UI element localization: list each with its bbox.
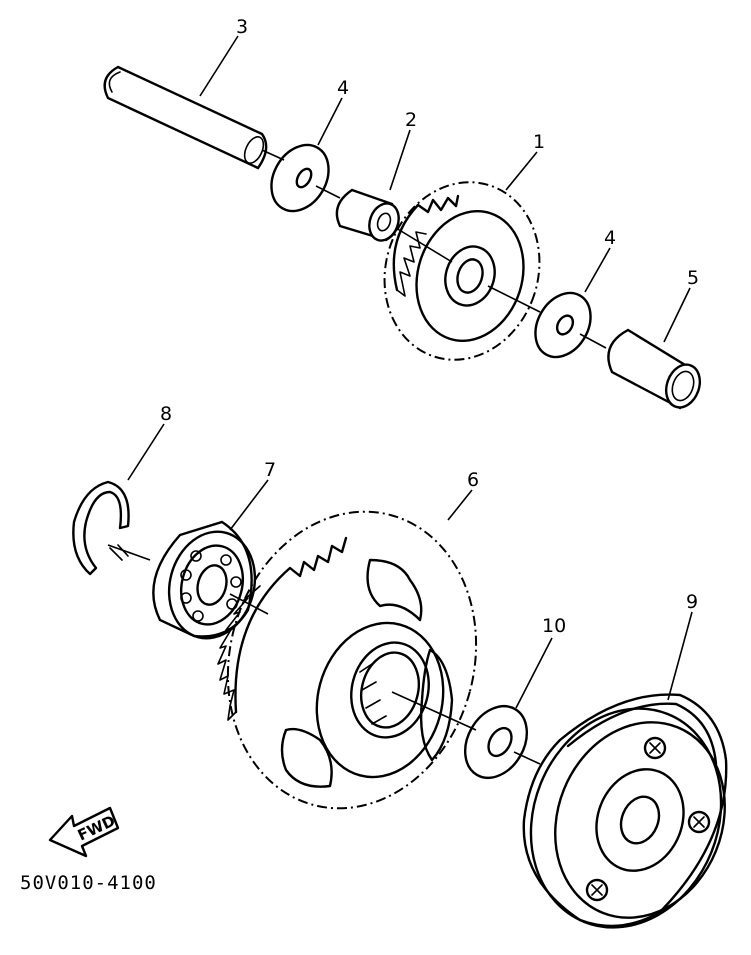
callout-1: 1 [533,131,545,153]
part-bearing [152,520,257,640]
drawing-code: 50V010-4100 [20,872,157,894]
clutch-bolt [643,736,667,760]
part-shaft [103,65,268,170]
callout-2: 2 [405,109,417,131]
part-collar [335,188,400,242]
clutch-bolt [585,878,609,902]
part-washer-lower [534,291,592,359]
callout-9: 9 [686,591,698,613]
callout-labels: 3 4 2 1 4 5 8 7 6 10 9 [160,16,699,637]
callout-10: 10 [542,615,566,637]
callout-7: 7 [264,459,276,481]
part-spacer-tube [607,328,702,410]
part-idler-gear [383,181,541,361]
callout-5: 5 [687,267,699,289]
forward-arrow-icon: FWD [48,806,120,858]
callout-6: 6 [467,469,479,491]
clutch-bolt [687,810,711,834]
assembly-axis-lines [107,149,607,765]
part-circlip [72,480,130,576]
callout-4-upper: 4 [337,77,349,99]
callout-leaders [127,35,693,709]
part-washer-10 [463,705,529,779]
part-washer-upper [270,143,330,213]
part-one-way-clutch [522,693,728,929]
callout-3: 3 [236,16,248,38]
callout-8: 8 [160,403,172,425]
part-starter-wheel-gear [217,510,478,810]
callout-4-lower: 4 [604,227,616,249]
